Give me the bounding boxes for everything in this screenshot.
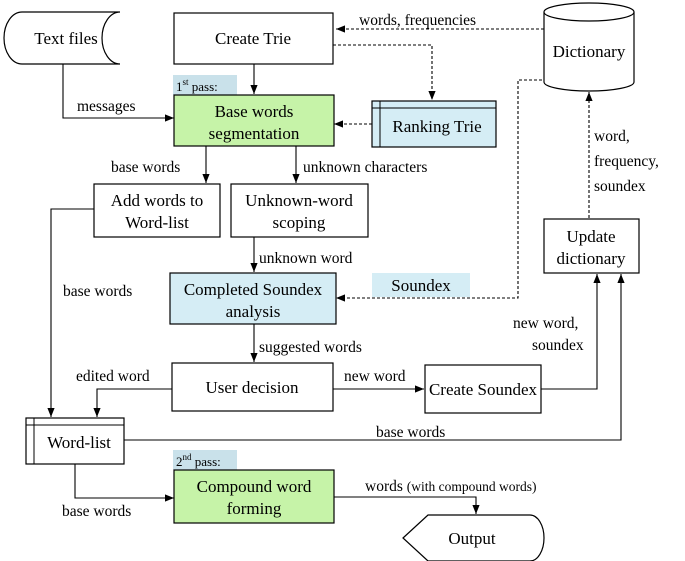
update-dict-line-1: Update	[566, 227, 615, 246]
label-new-word-comma: new word,	[513, 315, 578, 332]
label-new-word-soundex: soundex	[532, 337, 584, 354]
second-pass-sup: nd	[183, 452, 193, 462]
label-words-frequencies: words, frequencies	[359, 12, 476, 29]
node-base-words-segmentation: Base words segmentation	[173, 94, 335, 147]
edge-create-trie-to-ranking-trie	[333, 44, 436, 100]
label-base-words-d: base words	[62, 503, 131, 520]
svg-text:2nd pass:: 2nd pass:	[176, 452, 221, 469]
compound-line-1: Compound word	[197, 477, 312, 496]
node-create-trie: Create Trie	[173, 12, 334, 65]
node-add-words: Add words to Word-list	[93, 183, 221, 238]
label-with-compound: (with compound words)	[407, 479, 537, 494]
label-words: words	[365, 478, 407, 495]
edge-word-list-to-compound	[74, 464, 174, 502]
node-dictionary: Dictionary	[543, 2, 635, 92]
first-pass-sup: st	[183, 77, 190, 87]
update-dict-line-2: dictionary	[557, 249, 626, 268]
scoping-line-2: scoping	[273, 213, 326, 232]
first-pass-tag: 1st pass:	[173, 75, 237, 95]
output-label: Output	[448, 529, 496, 548]
edge-text-files-to-segmentation	[62, 64, 174, 122]
label-word: word,	[594, 128, 630, 145]
second-pass-rest: pass:	[192, 454, 221, 469]
node-soundex-tag: Soundex	[372, 273, 470, 297]
first-pass-num: 1	[176, 79, 183, 94]
node-update-dictionary: Update dictionary	[543, 218, 640, 274]
node-word-list: Word-list	[25, 417, 125, 465]
node-unknown-word-scoping: Unknown-word scoping	[230, 183, 369, 238]
label-unknown-characters: unknown characters	[303, 159, 427, 176]
node-text-files: Text files	[3, 11, 121, 65]
node-compound-word-forming: Compound word forming	[173, 469, 335, 524]
first-pass-rest: pass:	[189, 79, 218, 94]
soundex-analysis-line-2: analysis	[226, 302, 281, 321]
label-new-word: new word	[344, 368, 406, 385]
compound-line-2: forming	[227, 499, 282, 518]
label-base-words-a: base words	[111, 159, 180, 176]
add-words-line-2: Word-list	[125, 213, 189, 232]
label-words-compound: words (with compound words)	[365, 478, 537, 495]
ranking-trie-label: Ranking Trie	[392, 117, 481, 136]
soundex-tag-label: Soundex	[391, 276, 451, 295]
edge-labels: words, frequencies messages base words u…	[62, 12, 659, 520]
node-ranking-trie: Ranking Trie	[371, 100, 497, 148]
edge-add-words-to-word-list	[47, 208, 94, 417]
edge-word-list-to-update	[124, 274, 625, 441]
label-unknown-word: unknown word	[259, 250, 353, 267]
edge-dictionary-to-soundex-analysis	[336, 79, 562, 302]
soundex-analysis-line-1: Completed Soundex	[184, 280, 323, 299]
label-messages: messages	[77, 98, 136, 115]
create-soundex-label: Create Soundex	[429, 380, 538, 399]
edge-create-soundex-to-update	[541, 274, 601, 390]
label-frequency: frequency,	[594, 153, 659, 170]
dictionary-label: Dictionary	[553, 42, 626, 61]
second-pass-tag: 2nd pass:	[173, 450, 237, 470]
segmentation-line-1: Base words	[215, 102, 294, 121]
scoping-line-1: Unknown-word	[245, 191, 353, 210]
segmentation-line-2: segmentation	[209, 124, 300, 143]
label-suggested-words: suggested words	[259, 339, 362, 356]
word-list-label: Word-list	[47, 433, 111, 452]
connectors	[47, 25, 625, 514]
create-trie-label: Create Trie	[215, 29, 291, 48]
label-edited-word: edited word	[76, 368, 150, 385]
edge-compound-to-output	[334, 496, 480, 514]
node-output: Output	[402, 514, 545, 561]
label-base-words-b: base words	[63, 283, 132, 300]
label-soundex: soundex	[594, 178, 646, 195]
second-pass-num: 2	[176, 454, 183, 469]
label-base-words-c: base words	[376, 424, 445, 441]
node-user-decision: User decision	[171, 362, 334, 412]
node-create-soundex: Create Soundex	[424, 364, 542, 414]
user-decision-label: User decision	[205, 378, 299, 397]
add-words-line-1: Add words to	[111, 191, 204, 210]
node-completed-soundex-analysis: Completed Soundex analysis	[169, 272, 337, 325]
edge-user-decision-to-word-list	[93, 388, 172, 417]
svg-text:1st pass:: 1st pass:	[176, 77, 218, 94]
text-files-label: Text files	[34, 29, 97, 48]
